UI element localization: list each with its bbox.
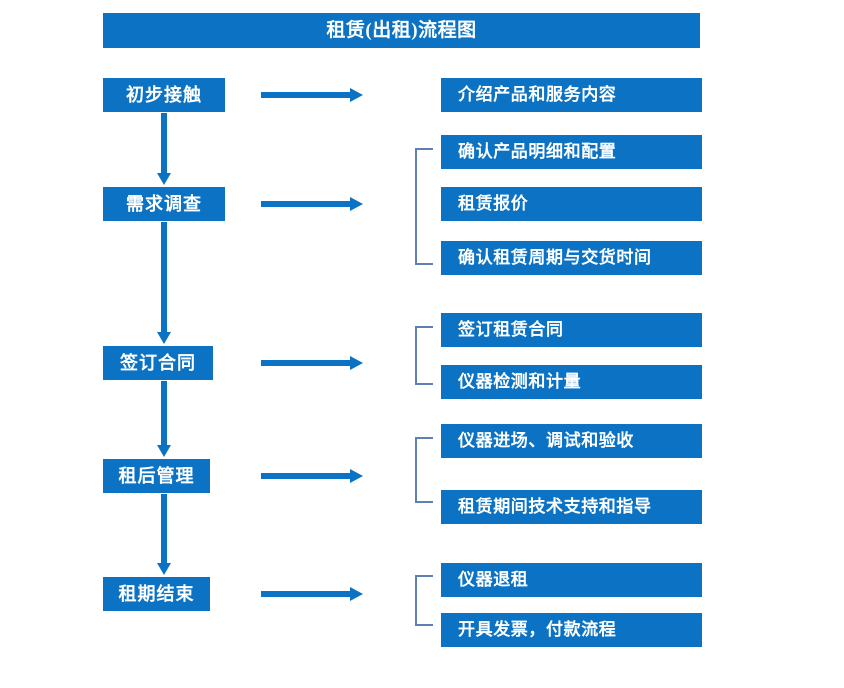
- group-bracket-needs-survey: [415, 148, 433, 265]
- group-bracket-rental-end: [415, 575, 433, 626]
- horizontal-arrow-3: [261, 354, 363, 372]
- stage-box-post-rental-management[interactable]: 租后管理: [103, 459, 210, 493]
- group-bracket-sign-contract: [415, 326, 433, 385]
- horizontal-arrow-5: [261, 585, 363, 603]
- task-box-introduce-products[interactable]: 介绍产品和服务内容: [441, 78, 702, 112]
- vertical-arrow-2: [155, 222, 173, 344]
- stage-box-initial-contact[interactable]: 初步接触: [103, 78, 225, 112]
- vertical-arrow-4: [155, 494, 173, 575]
- task-box-invoice-payment[interactable]: 开具发票，付款流程: [441, 613, 702, 647]
- task-box-confirm-rental-period[interactable]: 确认租赁周期与交货时间: [441, 241, 702, 275]
- vertical-arrow-3: [155, 381, 173, 457]
- diagram-title: 租赁(出租)流程图: [103, 13, 700, 48]
- task-box-technical-support[interactable]: 租赁期间技术支持和指导: [441, 490, 702, 524]
- task-box-instrument-return[interactable]: 仪器退租: [441, 563, 702, 597]
- task-box-instrument-installation[interactable]: 仪器进场、调试和验收: [441, 424, 702, 458]
- horizontal-arrow-2: [261, 195, 363, 213]
- stage-box-needs-survey[interactable]: 需求调查: [103, 187, 225, 221]
- horizontal-arrow-4: [261, 467, 363, 485]
- task-box-instrument-inspection[interactable]: 仪器检测和计量: [441, 365, 702, 399]
- vertical-arrow-1: [155, 113, 173, 185]
- task-box-confirm-product-details[interactable]: 确认产品明细和配置: [441, 135, 702, 169]
- stage-box-rental-end[interactable]: 租期结束: [103, 577, 210, 611]
- stage-box-sign-contract[interactable]: 签订合同: [103, 346, 213, 380]
- task-box-rental-quotation[interactable]: 租赁报价: [441, 187, 702, 221]
- horizontal-arrow-1: [261, 86, 363, 104]
- group-bracket-post-rental: [415, 437, 433, 503]
- task-box-sign-rental-contract[interactable]: 签订租赁合同: [441, 313, 702, 347]
